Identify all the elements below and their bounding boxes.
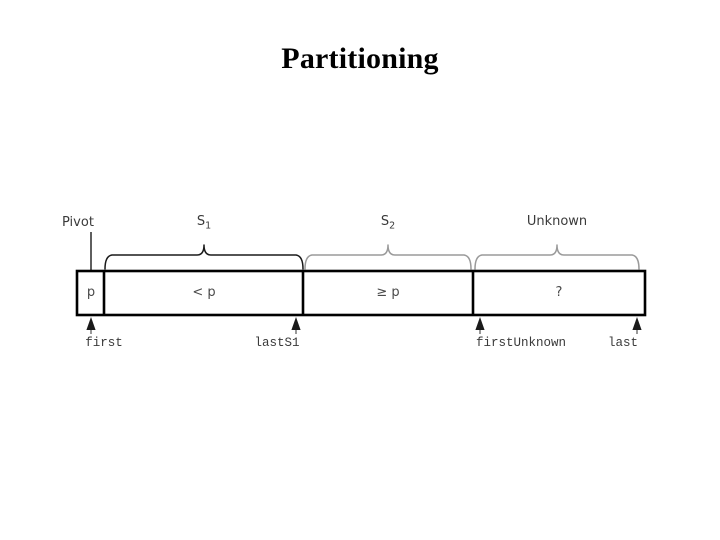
index-label-first: first bbox=[85, 336, 123, 350]
index-arrow-last bbox=[632, 317, 642, 334]
region-label-unknown: Unknown bbox=[527, 214, 587, 232]
cell-unknown-label: ? bbox=[555, 285, 563, 300]
region-label-s2-text: S bbox=[380, 214, 390, 229]
index-arrow-first bbox=[86, 317, 96, 334]
brace-s2 bbox=[304, 244, 472, 270]
index-label-lastS1: lastS1 bbox=[254, 336, 300, 350]
index-arrow-firstUnknown bbox=[475, 317, 485, 334]
region-label-unknown-text: Unknown bbox=[526, 214, 588, 229]
region-label-s2-subscript: 2 bbox=[389, 220, 396, 232]
pivot-label: Pivot bbox=[62, 215, 94, 230]
region-label-s1: S1 bbox=[197, 214, 211, 232]
array-box bbox=[75, 269, 647, 317]
brace-unknown bbox=[474, 244, 640, 270]
cell-pivot-label: p bbox=[86, 285, 96, 300]
region-label-s1-text: S bbox=[196, 214, 206, 229]
cell-s1-label: < p bbox=[192, 285, 216, 300]
page-title: Partitioning bbox=[281, 42, 439, 75]
index-label-last: last bbox=[607, 336, 639, 350]
region-label-s2: S2 bbox=[381, 214, 395, 232]
region-label-s1-subscript: 1 bbox=[205, 220, 212, 232]
index-label-firstUnknown: firstUnknown bbox=[475, 336, 567, 350]
brace-s1 bbox=[104, 244, 304, 270]
cell-s2-label: ≥ p bbox=[376, 285, 400, 300]
index-arrow-lastS1 bbox=[291, 317, 301, 334]
